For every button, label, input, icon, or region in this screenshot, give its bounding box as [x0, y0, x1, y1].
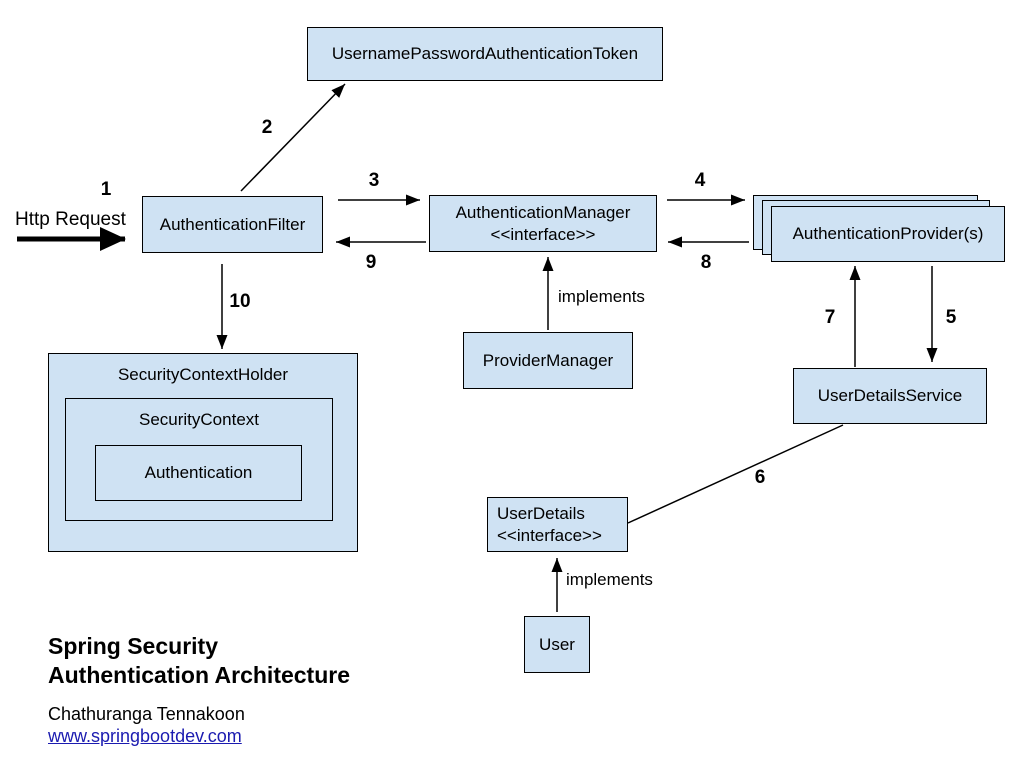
edge-step6-userdetailsservice-to-userdetails [627, 424, 844, 524]
node-authentication-providers: AuthenticationProvider(s) [771, 206, 1005, 262]
edge-label-step4: 4 [694, 170, 706, 191]
node-label: AuthenticationFilter [159, 214, 306, 234]
edge-label-step9: 9 [365, 252, 377, 273]
node-label: UsernamePasswordAuthenticationToken [331, 44, 639, 64]
node-stereotype: <<interface>> [490, 224, 596, 244]
node-authentication: Authentication [95, 445, 302, 501]
node-label: User [539, 634, 575, 654]
diagram-title: Spring Security Authentication Architect… [48, 632, 350, 690]
website-link[interactable]: www.springbootdev.com [48, 726, 242, 746]
node-authentication-manager: AuthenticationManager <<interface>> [429, 195, 657, 252]
edge-label-implements-user: implements [566, 570, 653, 589]
diagram-title-line2: Authentication Architecture [48, 661, 351, 688]
node-stereotype: <<interface>> [497, 525, 602, 545]
edge-label-step10: 10 [229, 291, 251, 312]
edge-label-step7: 7 [824, 307, 836, 328]
node-user-details: UserDetails <<interface>> [487, 497, 628, 552]
node-username-password-authentication-token: UsernamePasswordAuthenticationToken [307, 27, 663, 81]
node-label: AuthenticationManager [455, 203, 631, 223]
edge-label-step8: 8 [700, 252, 712, 273]
node-label: UserDetailsService [817, 386, 963, 406]
edge-label-step6: 6 [754, 467, 766, 488]
node-label: ProviderManager [482, 350, 614, 370]
http-request-label: Http Request [15, 209, 126, 230]
node-label: Authentication [144, 463, 253, 483]
node-label: UserDetails [497, 504, 585, 524]
node-label: SecurityContext [139, 410, 259, 429]
edge-label-step3: 3 [368, 170, 380, 191]
node-user: User [524, 616, 590, 673]
author-name: Chathuranga Tennakoon [48, 704, 245, 724]
diagram-title-line1: Spring Security [48, 633, 218, 659]
node-provider-manager: ProviderManager [463, 332, 633, 389]
node-authentication-filter: AuthenticationFilter [142, 196, 323, 253]
node-label: SecurityContextHolder [117, 365, 289, 384]
edge-label-step5: 5 [945, 307, 957, 328]
edge-label-step1: 1 [100, 179, 112, 200]
node-user-details-service: UserDetailsService [793, 368, 987, 424]
node-label: AuthenticationProvider(s) [792, 224, 984, 244]
edge-label-step2: 2 [261, 117, 273, 138]
edge-step2-filter-to-token [240, 83, 346, 192]
edge-label-implements-providermanager: implements [558, 287, 645, 306]
